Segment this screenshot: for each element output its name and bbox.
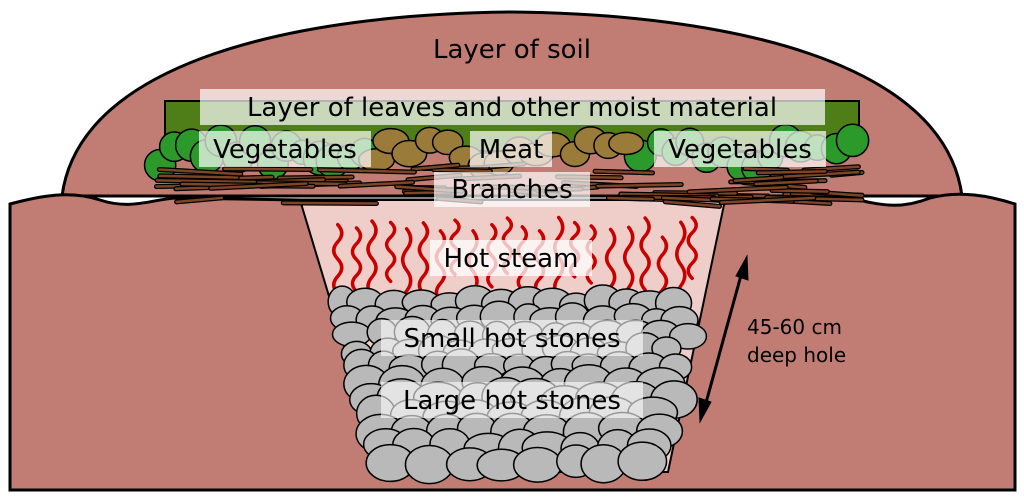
branch — [733, 176, 784, 182]
branch — [155, 179, 257, 184]
steam-line — [332, 222, 344, 296]
branch — [175, 196, 224, 204]
label-soil: Layer of soil — [433, 35, 591, 65]
depth-line1: 45-60 cm — [747, 315, 842, 339]
label-bg — [654, 131, 826, 167]
branches-layer — [153, 161, 865, 209]
branch — [338, 181, 414, 188]
label-meat: Meat — [479, 135, 544, 165]
depth-arrow-icon — [698, 254, 749, 424]
branch — [780, 170, 860, 179]
vegetable — [835, 123, 870, 158]
branch — [770, 189, 829, 193]
branch — [158, 168, 243, 176]
branch — [593, 170, 654, 175]
branch — [158, 174, 239, 179]
label-vegetables-right: Vegetables — [668, 135, 812, 165]
branch — [596, 183, 683, 188]
branch — [607, 196, 654, 201]
label-vegetables-left: Vegetables — [213, 135, 357, 165]
branch — [754, 179, 818, 186]
label-large-stones: Large hot stones — [403, 386, 621, 416]
label-bg — [434, 172, 590, 207]
label-branches: Branches — [451, 175, 572, 205]
branch — [318, 168, 416, 174]
meat-piece — [608, 131, 645, 156]
label-bg — [381, 382, 643, 418]
steam-line — [384, 220, 397, 284]
branch — [223, 167, 313, 171]
depth-line2: deep hole — [747, 343, 846, 367]
branch — [432, 168, 492, 173]
branch — [687, 185, 788, 194]
branch — [209, 182, 308, 190]
branch — [756, 170, 827, 175]
label-bg — [199, 131, 371, 167]
label-bg — [430, 240, 592, 276]
branch — [663, 200, 721, 208]
label-leaves: Layer of leaves and other moist material — [247, 93, 777, 123]
steam-line — [686, 215, 698, 281]
stone — [617, 441, 668, 482]
label-bg — [381, 320, 643, 356]
branch — [282, 201, 378, 205]
label-bg — [200, 89, 825, 125]
branch — [411, 163, 460, 171]
branch — [720, 196, 816, 204]
label-bg — [470, 131, 552, 167]
stone — [512, 446, 563, 483]
steam-line — [417, 221, 430, 296]
label-small-stones: Small hot stones — [404, 324, 621, 354]
steam-line — [639, 216, 651, 292]
steam-line — [366, 219, 378, 298]
label-steam: Hot steam — [444, 244, 579, 274]
steam-line — [350, 226, 363, 294]
